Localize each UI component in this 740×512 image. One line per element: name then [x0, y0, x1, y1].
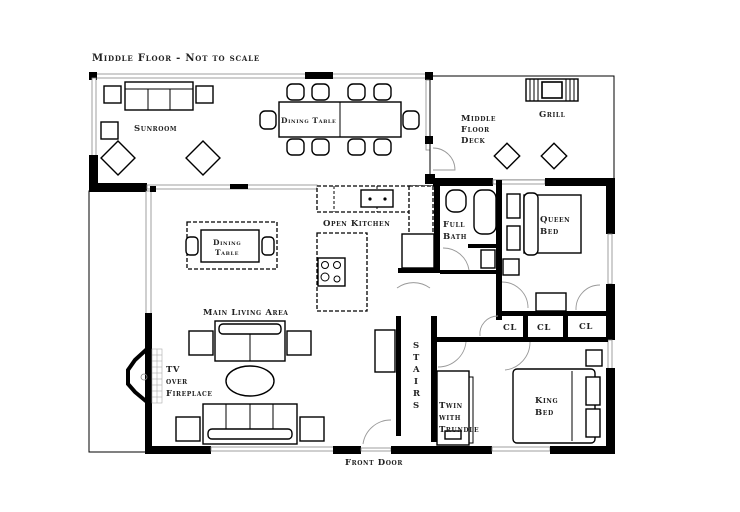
full-bath-area: Full Bath	[440, 180, 502, 320]
label-tv-1: TV	[166, 365, 180, 375]
label-front-door: Front Door	[345, 458, 403, 468]
left-outer-strip	[88, 190, 148, 453]
label-open-kitchen: Open Kitchen	[323, 219, 390, 229]
label-dining-small-1: Dining	[213, 238, 241, 247]
label-stairs-s2: S	[413, 401, 420, 411]
kitchen-area: Open Kitchen	[316, 180, 440, 312]
label-tv-2: over	[166, 377, 188, 387]
label-stairs-t: T	[413, 353, 420, 363]
label-dining-table-large: Dining Table	[281, 116, 336, 125]
label-deck-line2: Floor	[461, 125, 490, 135]
label-stairs-a: A	[412, 365, 420, 375]
label-twin-2: with	[438, 413, 461, 423]
label-queen-2: Bed	[540, 227, 559, 237]
label-closet-1: CL	[503, 323, 517, 333]
label-twin-1: Twin	[439, 401, 463, 411]
label-deck-line3: Deck	[461, 136, 486, 146]
closets: CL CL CL	[436, 311, 615, 342]
living-furniture: Main Living Area TV over Fireplace	[166, 308, 325, 445]
label-sunroom: Sunroom	[134, 124, 177, 134]
plan-title: Middle Floor - Not to scale	[92, 53, 260, 64]
label-closet-2: CL	[537, 323, 551, 333]
queen-bedroom: Queen Bed	[501, 192, 601, 312]
label-stairs-i: I	[414, 377, 419, 387]
label-grill: Grill	[539, 110, 566, 120]
twin-area: Twin with Trundle	[436, 341, 479, 446]
label-king-1: King	[535, 396, 558, 406]
label-full-bath-2: Bath	[443, 232, 467, 242]
label-stairs-r: R	[413, 389, 421, 399]
deck-area: Grill Middle Floor Deck	[429, 75, 615, 186]
small-dining-table: Dining Table	[185, 221, 278, 270]
king-bedroom: King Bed	[504, 341, 603, 444]
sunroom-area: Sunroom Dining Table	[89, 72, 435, 192]
label-queen-1: Queen	[540, 215, 570, 225]
label-tv-3: Fireplace	[166, 389, 213, 399]
label-main-living-area: Main Living Area	[203, 308, 289, 318]
label-dining-small-2: Table	[215, 248, 239, 257]
stairs: S T A I R S	[362, 282, 437, 445]
label-full-bath-1: Full	[443, 220, 465, 230]
label-stairs-s1: S	[413, 341, 420, 351]
label-closet-3: CL	[579, 322, 593, 332]
large-dining-table: Dining Table	[259, 83, 420, 156]
label-king-2: Bed	[535, 408, 554, 418]
label-twin-3: Trundle	[439, 425, 479, 435]
label-deck-line1: Middle	[461, 114, 496, 124]
main-walls	[126, 178, 615, 454]
